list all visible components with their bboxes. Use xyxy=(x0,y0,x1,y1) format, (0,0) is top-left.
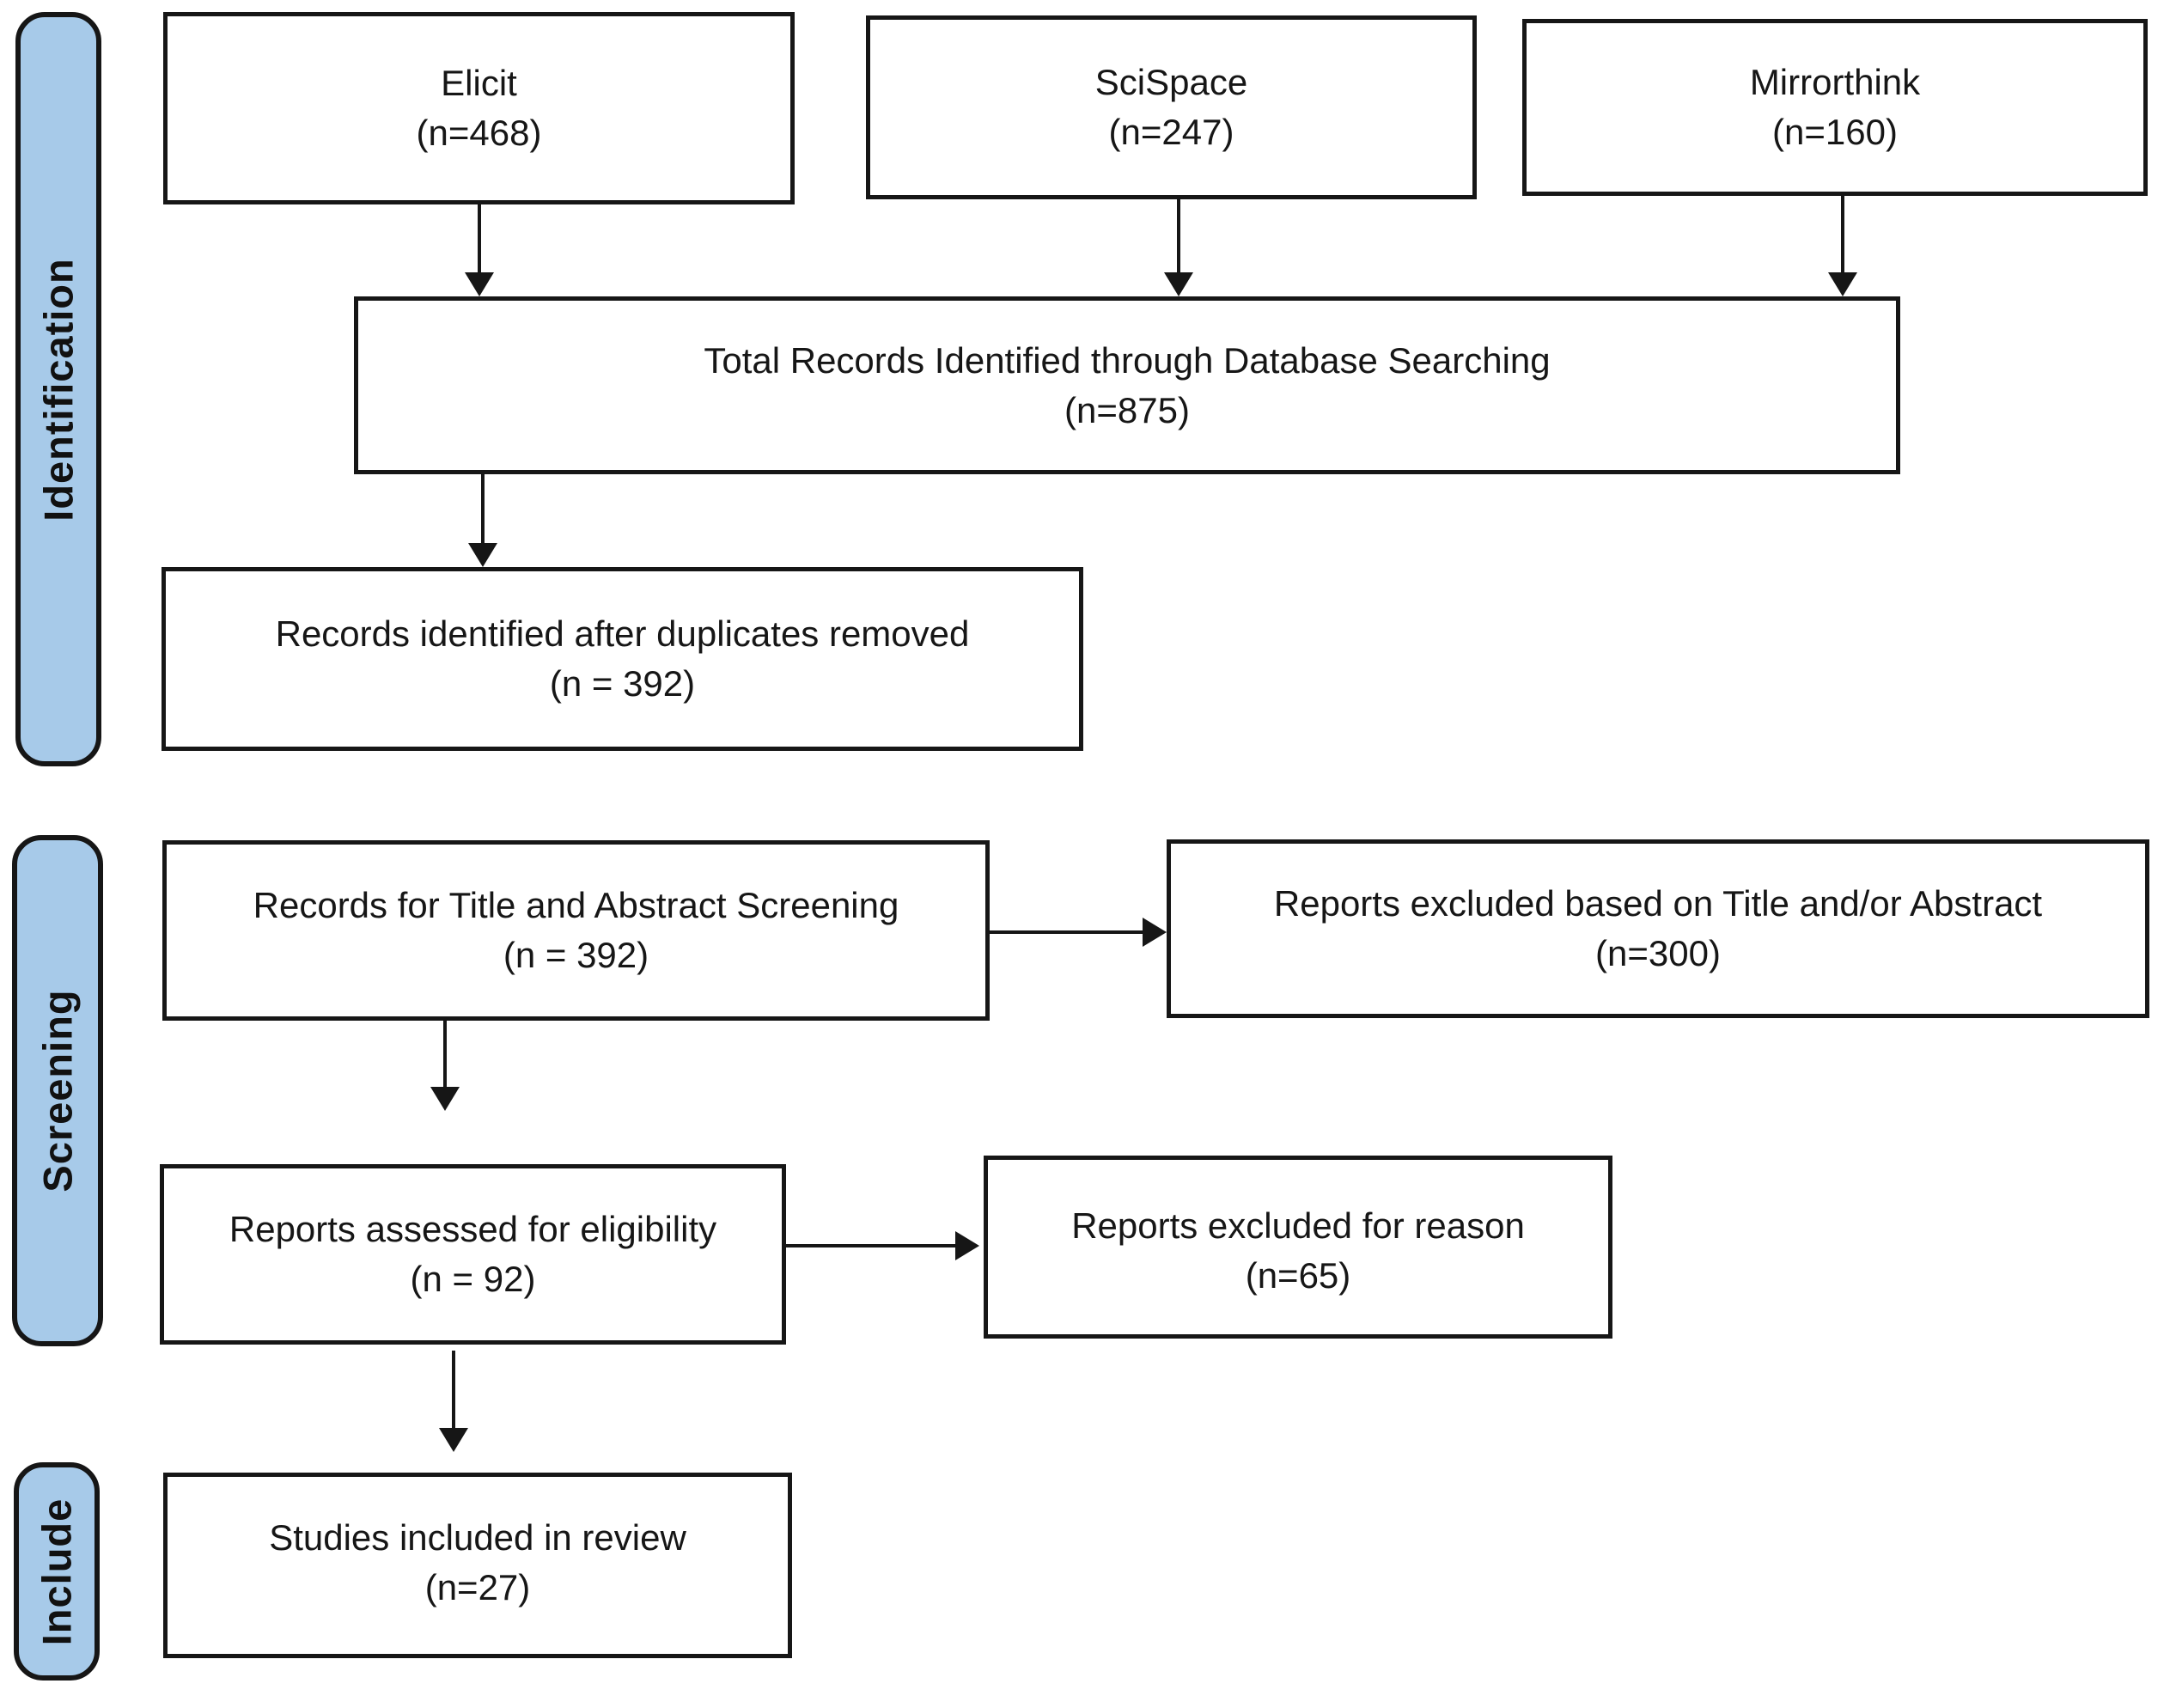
box-mirrorthink-count: (n=160) xyxy=(1772,112,1898,152)
arrowhead-down-icon xyxy=(1828,272,1857,296)
stage-label-include-text: Include xyxy=(34,1498,80,1645)
arrow-shaft xyxy=(990,930,1143,934)
box-after-duplicates-count: (n = 392) xyxy=(549,663,696,704)
arrow-shaft xyxy=(481,474,485,543)
box-included-review-count: (n=27) xyxy=(424,1566,531,1607)
box-total-records-count: (n=875) xyxy=(1064,389,1190,430)
box-total-records-title: Total Records Identified through Databas… xyxy=(704,339,1551,381)
box-title-abstract-screening: Records for Title and Abstract Screening… xyxy=(162,840,990,1021)
box-excluded-reason: Reports excluded for reason (n=65) xyxy=(984,1156,1612,1339)
box-excluded-title-abstract: Reports excluded based on Title and/or A… xyxy=(1167,839,2149,1018)
arrowhead-down-icon xyxy=(468,543,497,567)
box-after-duplicates: Records identified after duplicates remo… xyxy=(162,567,1083,751)
box-assessed-eligibility-count: (n = 92) xyxy=(410,1259,536,1299)
arrowhead-down-icon xyxy=(430,1087,460,1111)
box-elicit-count: (n=468) xyxy=(416,113,542,153)
stage-label-screening-text: Screening xyxy=(34,989,81,1193)
box-assessed-eligibility: Reports assessed for eligibility (n = 92… xyxy=(160,1164,786,1345)
arrow-shaft xyxy=(786,1244,956,1247)
box-total-records: Total Records Identified through Databas… xyxy=(354,296,1900,474)
box-elicit: Elicit (n=468) xyxy=(163,12,795,204)
box-title-abstract-screening-count: (n = 392) xyxy=(503,935,649,975)
box-scispace-count: (n=247) xyxy=(1108,112,1234,152)
box-after-duplicates-title: Records identified after duplicates remo… xyxy=(275,613,970,655)
box-excluded-title-abstract-title: Reports excluded based on Title and/or A… xyxy=(1273,883,2043,924)
arrow-shaft xyxy=(443,1021,447,1088)
box-elicit-title: Elicit xyxy=(441,63,517,104)
box-included-review-title: Studies included in review xyxy=(269,1517,686,1558)
box-excluded-reason-count: (n=65) xyxy=(1245,1254,1351,1296)
arrowhead-down-icon xyxy=(439,1428,468,1452)
arrow-shaft xyxy=(478,204,481,272)
box-assessed-eligibility-title: Reports assessed for eligibility xyxy=(229,1209,717,1250)
box-scispace: SciSpace (n=247) xyxy=(866,15,1477,199)
stage-label-include: Include xyxy=(14,1462,100,1681)
stage-label-identification: Identification xyxy=(15,12,101,766)
arrow-shaft xyxy=(1841,196,1844,272)
arrow-shaft xyxy=(452,1351,455,1429)
arrowhead-down-icon xyxy=(465,272,494,296)
arrow-shaft xyxy=(1177,199,1180,272)
box-scispace-title: SciSpace xyxy=(1094,62,1248,103)
box-mirrorthink: Mirrorthink (n=160) xyxy=(1522,19,2148,196)
arrowhead-down-icon xyxy=(1164,272,1193,296)
box-excluded-reason-title: Reports excluded for reason xyxy=(1071,1205,1525,1246)
stage-label-screening: Screening xyxy=(12,835,103,1346)
arrowhead-right-icon xyxy=(1143,918,1167,947)
stage-label-identification-text: Identification xyxy=(35,257,82,522)
box-excluded-title-abstract-count: (n=300) xyxy=(1595,933,1721,973)
box-included-review: Studies included in review (n=27) xyxy=(163,1473,792,1658)
box-mirrorthink-title: Mirrorthink xyxy=(1749,62,1921,103)
box-title-abstract-screening-title: Records for Title and Abstract Screening xyxy=(253,885,899,926)
arrowhead-right-icon xyxy=(955,1231,979,1260)
